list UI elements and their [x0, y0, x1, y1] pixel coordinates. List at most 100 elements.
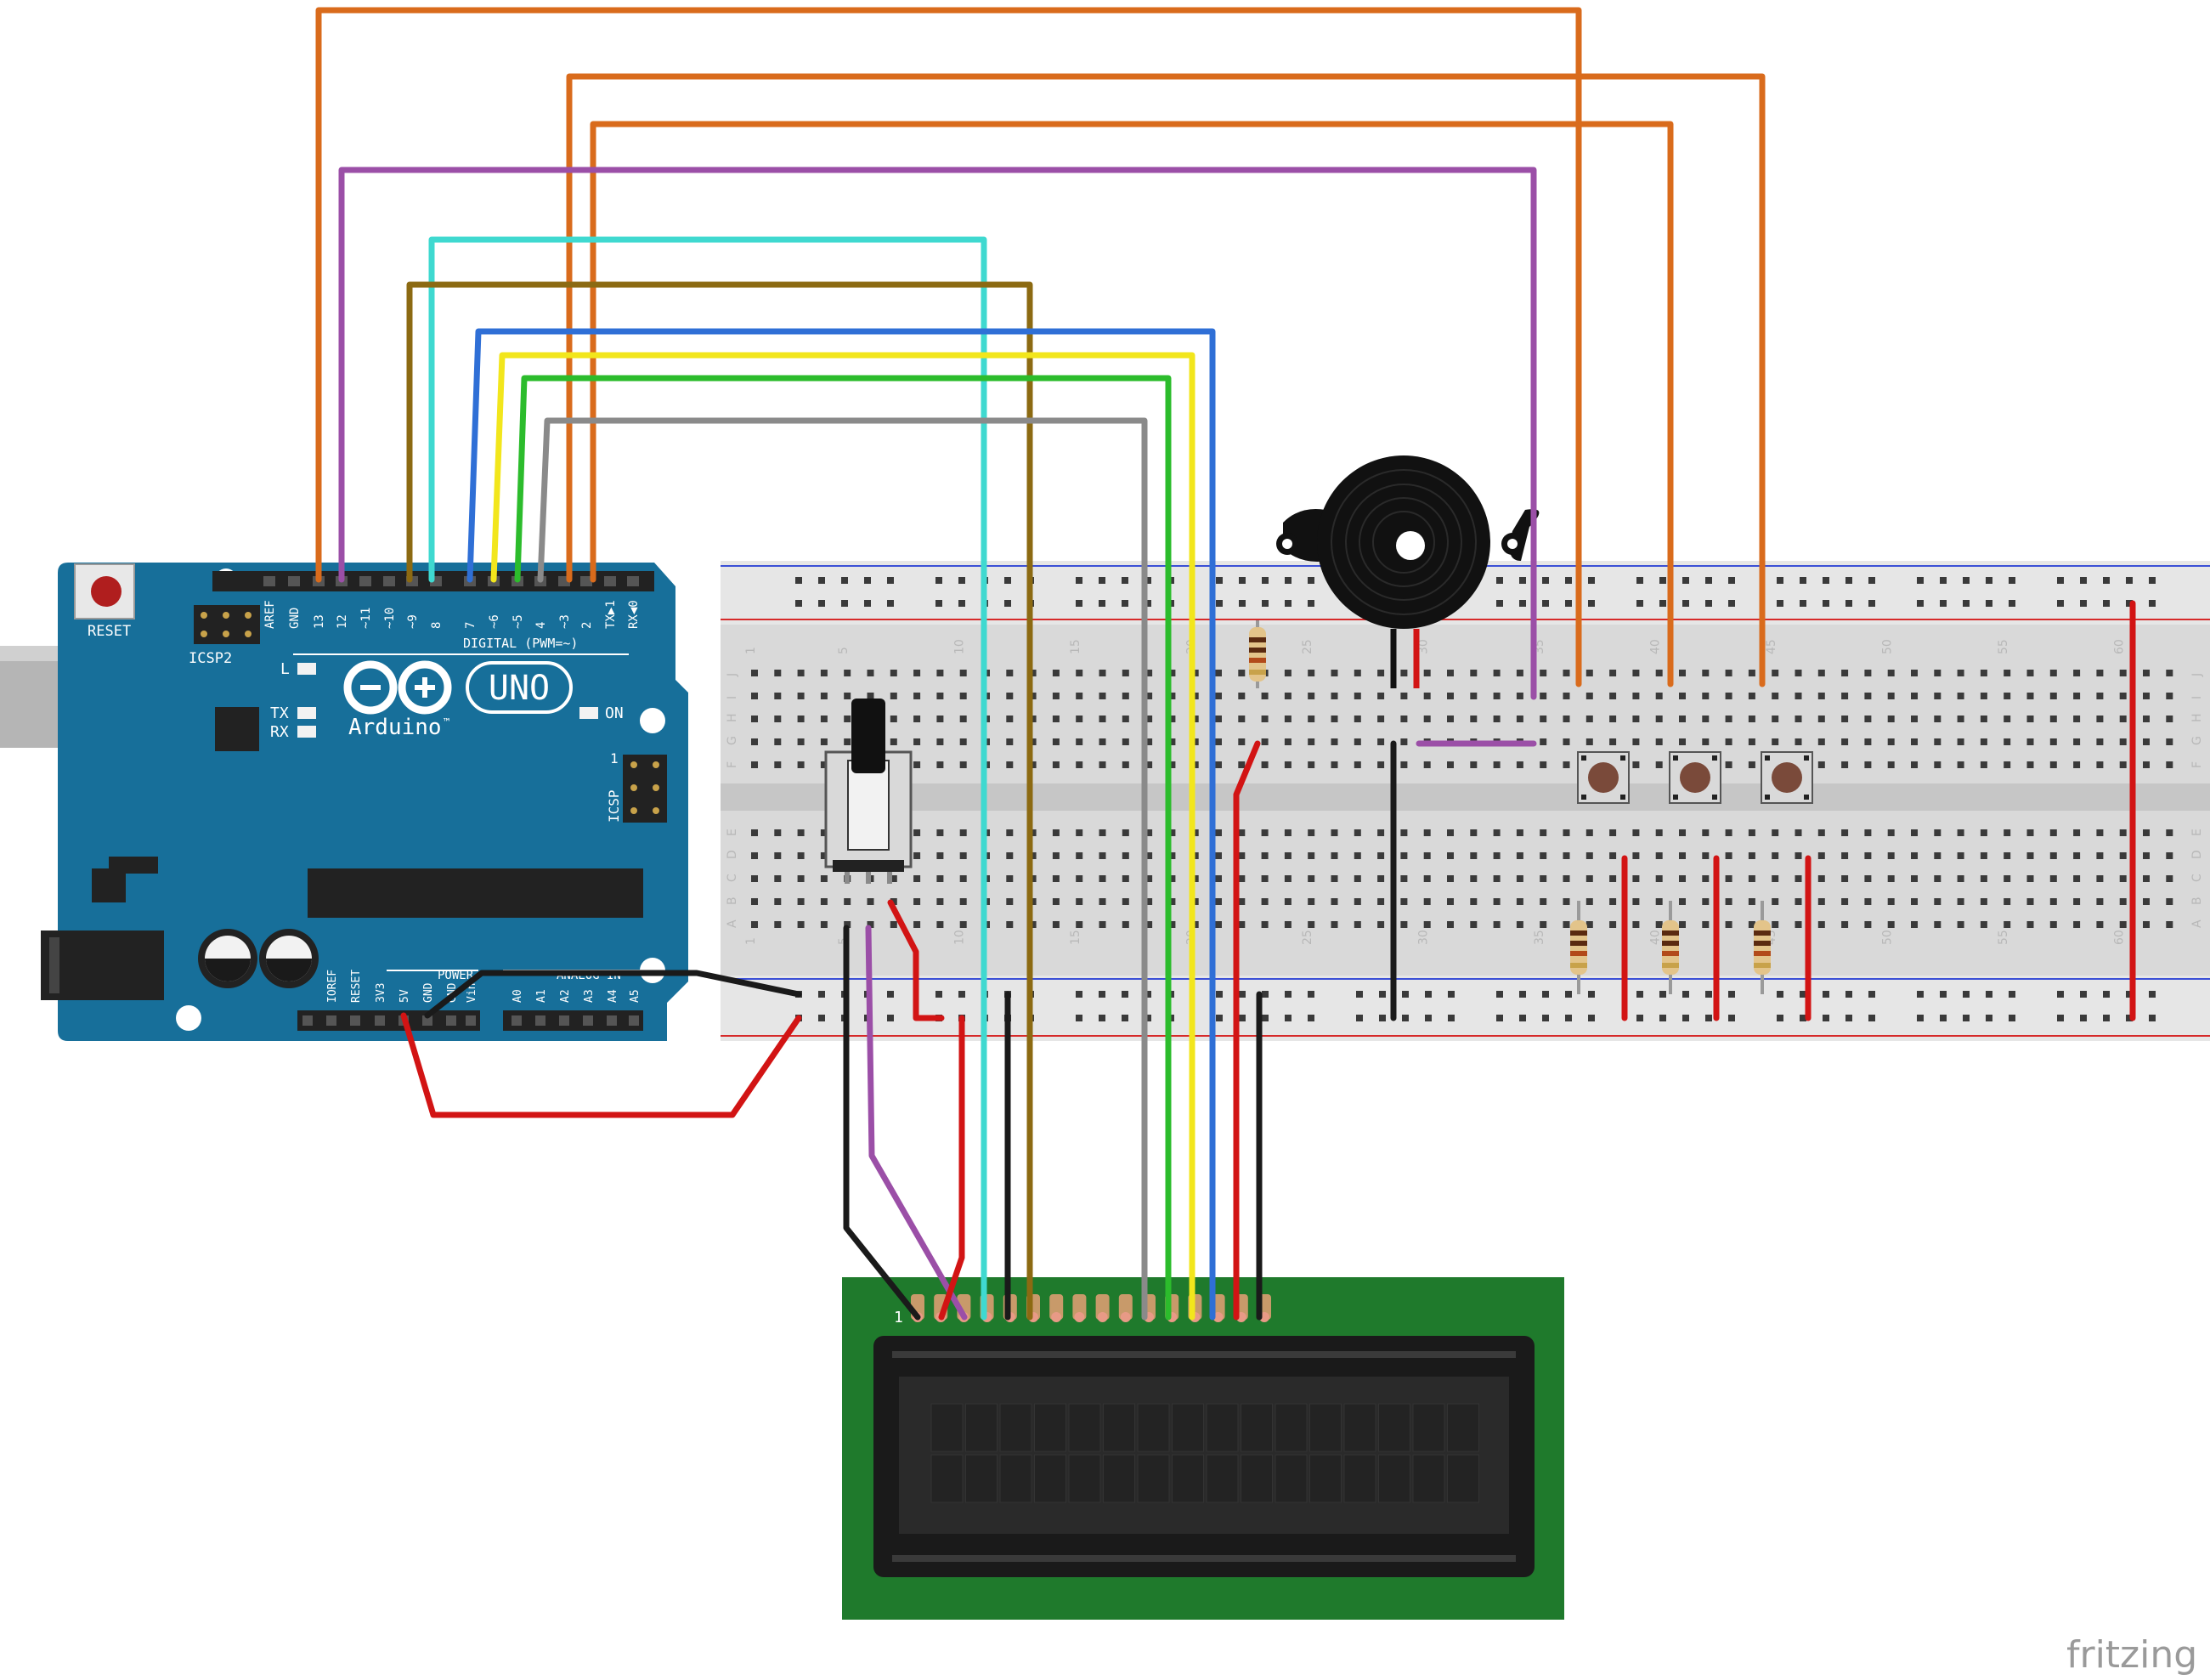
header-pin[interactable]	[359, 576, 371, 586]
breadboard-hole	[1006, 875, 1014, 882]
header-pin[interactable]	[383, 576, 395, 586]
breadboard-hole	[1493, 875, 1501, 882]
breadboard-hole	[1679, 829, 1686, 836]
breadboard-hole	[1887, 852, 1895, 859]
rail-hole	[1845, 600, 1852, 607]
breadboard-hole	[1609, 693, 1617, 699]
lcd-pin[interactable]	[1072, 1294, 1087, 1320]
potentiometer-knob[interactable]	[851, 699, 885, 773]
header-pin[interactable]	[422, 1015, 432, 1026]
rail-hole	[1099, 600, 1105, 607]
rail-hole	[2126, 991, 2133, 998]
lcd-pin[interactable]	[1095, 1294, 1110, 1320]
wire-red[interactable]	[400, 1012, 802, 1118]
rail-hole	[1356, 1015, 1363, 1021]
wire-red[interactable]	[1233, 740, 1261, 1321]
breadboard-hole	[936, 716, 944, 722]
breadboard-hole	[1470, 875, 1478, 882]
breadboard-hole	[1585, 875, 1593, 882]
breadboard-column-number: 15	[1069, 930, 1082, 945]
header-pin[interactable]	[326, 1015, 336, 1026]
wire-red[interactable]	[887, 899, 945, 1021]
header-pin[interactable]	[604, 576, 616, 586]
breadboard-hole	[913, 898, 921, 905]
breadboard-hole	[1725, 898, 1732, 905]
header-pin[interactable]	[583, 1015, 593, 1026]
breadboard-hole	[774, 898, 782, 905]
breadboard-hole	[1585, 738, 1593, 745]
breadboard-hole	[1679, 738, 1686, 745]
breadboard-column-number: 55	[1997, 930, 2010, 945]
wire-cyan[interactable]	[428, 236, 987, 1321]
header-pin[interactable]	[607, 1015, 617, 1026]
breadboard-hole	[1076, 829, 1083, 836]
breadboard-hole	[1655, 761, 1663, 768]
breadboard-hole	[1423, 852, 1431, 859]
breadboard-hole	[1423, 716, 1431, 722]
lcd-character-cell	[1447, 1403, 1479, 1452]
header-pin[interactable]	[627, 576, 639, 586]
header-pin[interactable]	[350, 1015, 360, 1026]
breadboard-hole	[2049, 921, 2057, 928]
breadboard-hole	[2073, 693, 2081, 699]
breadboard-hole	[1076, 716, 1083, 722]
breadboard-hole	[820, 829, 828, 836]
breadboard-hole	[844, 670, 851, 676]
wire-purple[interactable]	[865, 925, 968, 1321]
header-pin[interactable]	[535, 1015, 545, 1026]
header-pin[interactable]	[446, 1015, 456, 1026]
breadboard-hole	[1725, 693, 1732, 699]
pushbutton[interactable]	[1577, 751, 1630, 804]
header-pin[interactable]	[559, 1015, 569, 1026]
breadboard-hole	[1748, 921, 1755, 928]
breadboard-hole	[1145, 875, 1153, 882]
breadboard-hole	[2119, 898, 2127, 905]
header-pin[interactable]	[512, 1015, 522, 1026]
lcd-pin[interactable]	[1118, 1294, 1133, 1320]
lcd-character-cell	[1275, 1403, 1308, 1452]
pushbutton[interactable]	[1761, 751, 1813, 804]
breadboard-hole	[2026, 852, 2034, 859]
wire-blue[interactable]	[466, 328, 1216, 1321]
wire-yellow[interactable]	[490, 352, 1195, 1321]
breadboard-hole	[1795, 693, 1802, 699]
breadboard-hole	[2049, 761, 2057, 768]
breadboard-row-letter: F	[2190, 761, 2204, 768]
header-pin[interactable]	[302, 1015, 313, 1026]
wire-orange[interactable]	[590, 121, 1674, 687]
wire-purple[interactable]	[338, 167, 1537, 700]
breadboard-hole	[1609, 921, 1617, 928]
potentiometer[interactable]	[824, 699, 913, 884]
header-pin[interactable]	[629, 1015, 639, 1026]
lcd-character-cell	[965, 1403, 998, 1452]
rail-hole	[1542, 1015, 1549, 1021]
wire-red[interactable]	[938, 1015, 965, 1321]
breadboard-hole	[1145, 761, 1153, 768]
lcd-pin[interactable]	[1049, 1294, 1064, 1320]
breadboard-hole	[1887, 898, 1895, 905]
reset-button[interactable]	[91, 576, 122, 607]
wire-black[interactable]	[843, 925, 921, 1321]
wire-orange[interactable]	[315, 7, 1582, 687]
header-pin[interactable]	[466, 1015, 476, 1026]
wire-green[interactable]	[514, 375, 1172, 1321]
breadboard-hole	[1191, 716, 1199, 722]
header-pin[interactable]	[375, 1015, 385, 1026]
breadboard-hole	[2026, 898, 2034, 905]
rail-hole	[2149, 1015, 2156, 1021]
wire-black[interactable]	[424, 970, 802, 1019]
breadboard-hole	[2143, 898, 2150, 905]
header-pin[interactable]	[288, 576, 300, 586]
header-pin[interactable]	[263, 576, 275, 586]
pushbutton[interactable]	[1669, 751, 1721, 804]
wire-orange[interactable]	[566, 73, 1766, 687]
breadboard-hole	[1215, 761, 1222, 768]
header-pin[interactable]	[580, 576, 592, 586]
breadboard-hole	[820, 852, 828, 859]
breadboard-hole	[1493, 693, 1501, 699]
wire-gray[interactable]	[537, 417, 1148, 1321]
breadboard-hole	[1748, 829, 1755, 836]
rail-hole	[1777, 600, 1783, 607]
wire-olive[interactable]	[406, 281, 1033, 1321]
breadboard-hole	[1122, 898, 1129, 905]
